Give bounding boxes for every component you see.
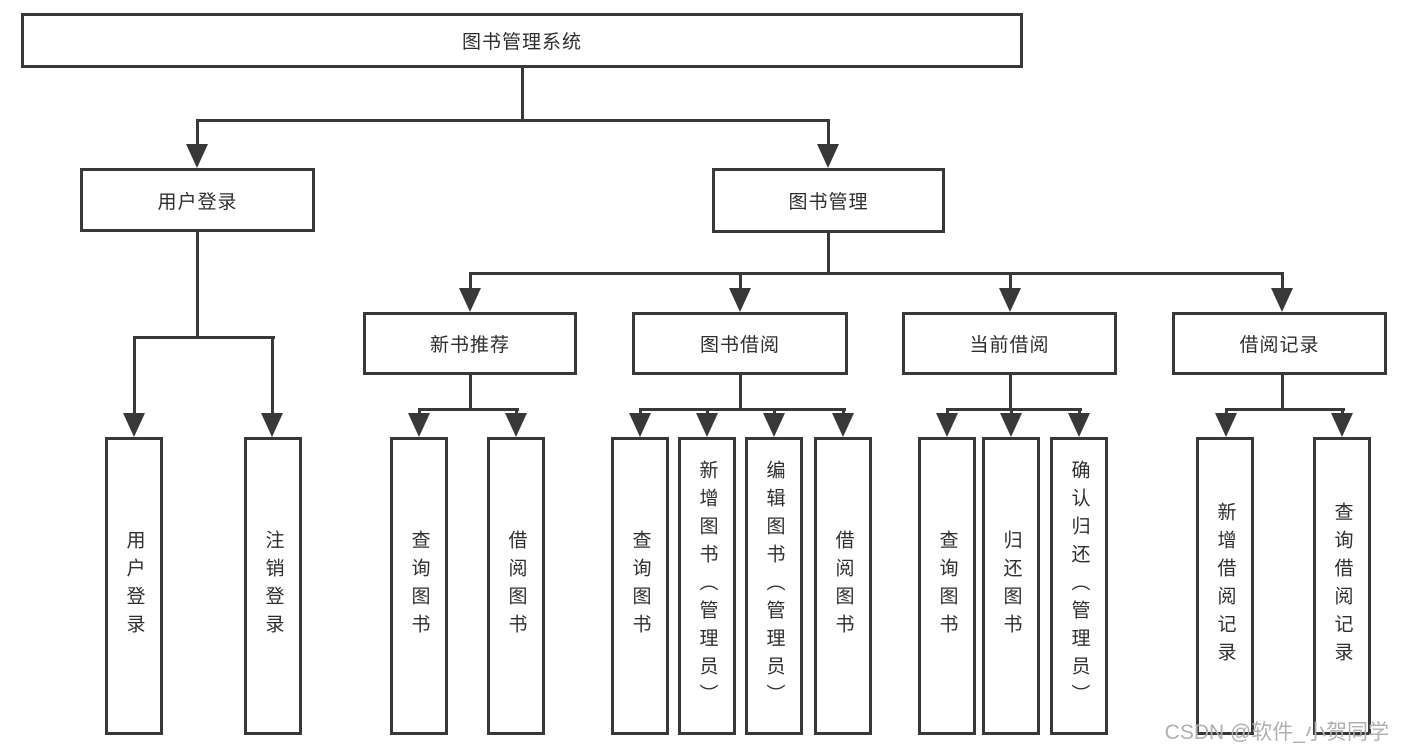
connector-book-management-stem	[827, 233, 830, 275]
leaf-add-book-admin: 新增图书（管理员）	[678, 437, 736, 735]
connector-book-borrow-stem	[739, 375, 742, 411]
node-book-borrow: 图书借阅	[632, 312, 848, 375]
node-current-borrow: 当前借阅	[902, 312, 1117, 375]
leaf-logout-label: 注销登录	[262, 530, 284, 642]
leaf-query-borrow-record-label: 查询借阅记录	[1331, 502, 1353, 670]
leaf-add-borrow-record-label: 新增借阅记录	[1214, 502, 1236, 670]
connector-borrow-records-stem	[1281, 375, 1284, 411]
node-new-book-recommend-label: 新书推荐	[429, 335, 510, 356]
leaf-user-login-label: 用户登录	[123, 530, 145, 642]
leaf-query-books-borrow-label: 查询图书	[629, 530, 651, 642]
leaf-return-books: 归还图书	[982, 437, 1040, 735]
node-new-book-recommend: 新书推荐	[363, 312, 577, 375]
leaf-query-books-current-label: 查询图书	[936, 530, 958, 642]
connector-book-borrow-bus	[639, 408, 846, 411]
connector-user-login-stem	[196, 232, 199, 339]
leaf-query-books-borrow: 查询图书	[611, 437, 669, 735]
node-current-borrow-label: 当前借阅	[969, 335, 1050, 356]
leaf-confirm-return-admin-label: 确认归还（管理员）	[1068, 460, 1090, 712]
node-root-label: 图书管理系统	[461, 32, 582, 53]
connector-borrow-records-bus	[1225, 408, 1345, 411]
leaf-edit-book-admin-label: 编辑图书（管理员）	[763, 460, 785, 712]
connector-new-book-bus	[418, 408, 519, 411]
connector-root-stem	[521, 68, 524, 121]
leaf-borrow-books-recommend-label: 借阅图书	[505, 530, 527, 642]
leaf-add-borrow-record: 新增借阅记录	[1196, 437, 1254, 735]
leaf-edit-book-admin: 编辑图书（管理员）	[745, 437, 803, 735]
connector-level3-bus	[469, 272, 1284, 275]
node-root: 图书管理系统	[21, 13, 1023, 68]
leaf-return-books-label: 归还图书	[1000, 530, 1022, 642]
node-book-borrow-label: 图书借阅	[699, 335, 780, 356]
node-book-management-label: 图书管理	[788, 192, 869, 213]
leaf-query-books-recommend: 查询图书	[390, 437, 448, 735]
node-borrow-records-label: 借阅记录	[1239, 335, 1320, 356]
node-user-login: 用户登录	[80, 168, 315, 232]
watermark: CSDN @软件_小贺同学	[1164, 721, 1389, 744]
node-user-login-label: 用户登录	[157, 191, 238, 213]
connector-current-borrow-stem	[1009, 375, 1012, 411]
leaf-logout: 注销登录	[244, 437, 302, 735]
node-book-management: 图书管理	[712, 168, 945, 233]
leaf-borrow-books-label: 借阅图书	[832, 530, 854, 642]
connector-current-borrow-bus	[946, 408, 1082, 411]
leaf-query-books-recommend-label: 查询图书	[408, 530, 430, 642]
leaf-add-book-admin-label: 新增图书（管理员）	[696, 460, 718, 712]
leaf-query-books-current: 查询图书	[918, 437, 976, 735]
leaf-query-borrow-record: 查询借阅记录	[1313, 437, 1371, 735]
leaf-user-login: 用户登录	[105, 437, 163, 735]
connector-user-login-bus	[133, 336, 275, 339]
leaf-confirm-return-admin: 确认归还（管理员）	[1050, 437, 1108, 735]
node-borrow-records: 借阅记录	[1172, 312, 1387, 375]
leaf-borrow-books: 借阅图书	[814, 437, 872, 735]
connector-level2-bus	[196, 119, 830, 122]
leaf-borrow-books-recommend: 借阅图书	[487, 437, 545, 735]
connector-new-book-stem	[469, 375, 472, 411]
